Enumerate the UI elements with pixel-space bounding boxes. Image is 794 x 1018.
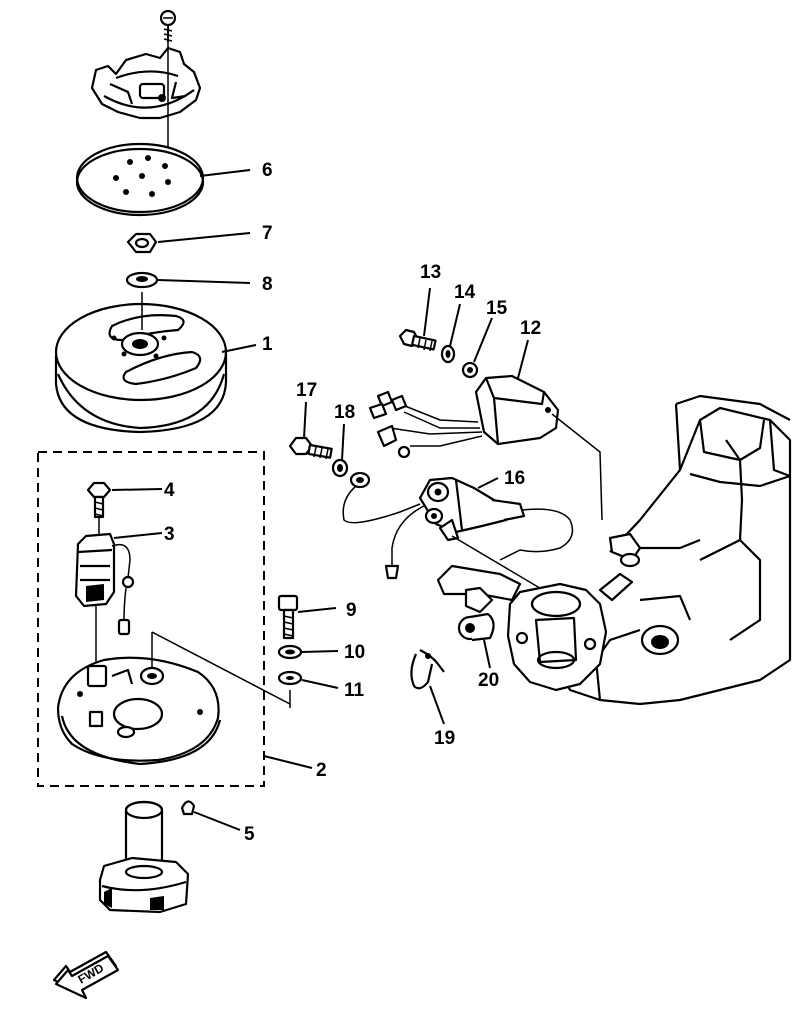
nut-7: [126, 232, 158, 254]
callout-14: 14: [454, 282, 476, 303]
callout-10: 10: [344, 642, 365, 663]
crankshaft: [98, 800, 190, 914]
cdi-unit-12: [368, 374, 560, 459]
leader-4: [111, 488, 163, 491]
leader-17: [303, 401, 307, 439]
callout-9: 9: [346, 600, 357, 621]
fwd-direction-arrow: FWD: [52, 950, 120, 1000]
leader-5: [193, 811, 241, 831]
callout-16: 16: [504, 468, 525, 489]
washer-11: [277, 670, 303, 686]
callout-11: 11: [344, 680, 365, 701]
plate-6: [75, 142, 205, 217]
callout-20: 20: [478, 670, 499, 691]
key-5: [180, 800, 196, 816]
leader-3: [113, 532, 163, 539]
washer-8: [125, 271, 159, 289]
callout-18: 18: [334, 402, 355, 423]
leader-20: [483, 639, 491, 669]
callout-19: 19: [434, 728, 455, 749]
bolt-9: [277, 594, 299, 640]
leader-13: [423, 287, 431, 337]
ground-washer: [349, 471, 371, 489]
leader-19: [429, 685, 445, 725]
leader-14: [449, 303, 461, 347]
leader-2: [263, 755, 313, 769]
leader-7: [157, 232, 251, 243]
callout-1: 1: [262, 334, 273, 355]
callout-15: 15: [486, 298, 508, 319]
callout-6: 6: [262, 160, 273, 181]
callout-13: 13: [420, 262, 441, 283]
plate-leader: [151, 631, 291, 705]
callout-12: 12: [520, 318, 541, 339]
ground-lead: [342, 485, 421, 524]
callout-2: 2: [316, 760, 327, 781]
leader-8: [157, 279, 251, 284]
washer-14: [440, 344, 456, 364]
leader-11: [301, 679, 339, 689]
leader-10: [301, 650, 339, 653]
callout-17: 17: [296, 380, 317, 401]
leader-16: [477, 477, 499, 489]
starter-pulley: [90, 46, 202, 120]
cdi-ground-line: [551, 413, 603, 521]
callout-3: 3: [164, 524, 175, 545]
flywheel-1: [54, 292, 228, 434]
screw-4: [86, 481, 112, 519]
leader-9: [297, 607, 337, 613]
leader-12: [517, 339, 529, 379]
stator-base-plate: [56, 656, 222, 766]
washer-15: [461, 361, 479, 379]
leader-6: [199, 169, 251, 177]
clip-19: [410, 649, 445, 690]
callout-4: 4: [164, 480, 175, 501]
leader-1: [221, 344, 257, 353]
top-screw: [159, 9, 177, 42]
leader-15: [473, 317, 493, 363]
callout-5: 5: [244, 824, 255, 845]
sleeve-20: [457, 612, 495, 642]
callout-8: 8: [262, 274, 273, 295]
charge-coil-3: [74, 532, 135, 636]
bolt-17: [288, 436, 333, 460]
bolt-13: [398, 328, 437, 352]
intake-manifold: [436, 564, 634, 692]
leader-18: [341, 423, 345, 461]
washer-18: [331, 458, 349, 478]
stator-assembly-box: [37, 451, 265, 787]
ignition-coil-16: [384, 476, 574, 580]
callout-7: 7: [262, 223, 273, 244]
engine-block: [559, 394, 792, 706]
washer-10: [277, 644, 303, 660]
